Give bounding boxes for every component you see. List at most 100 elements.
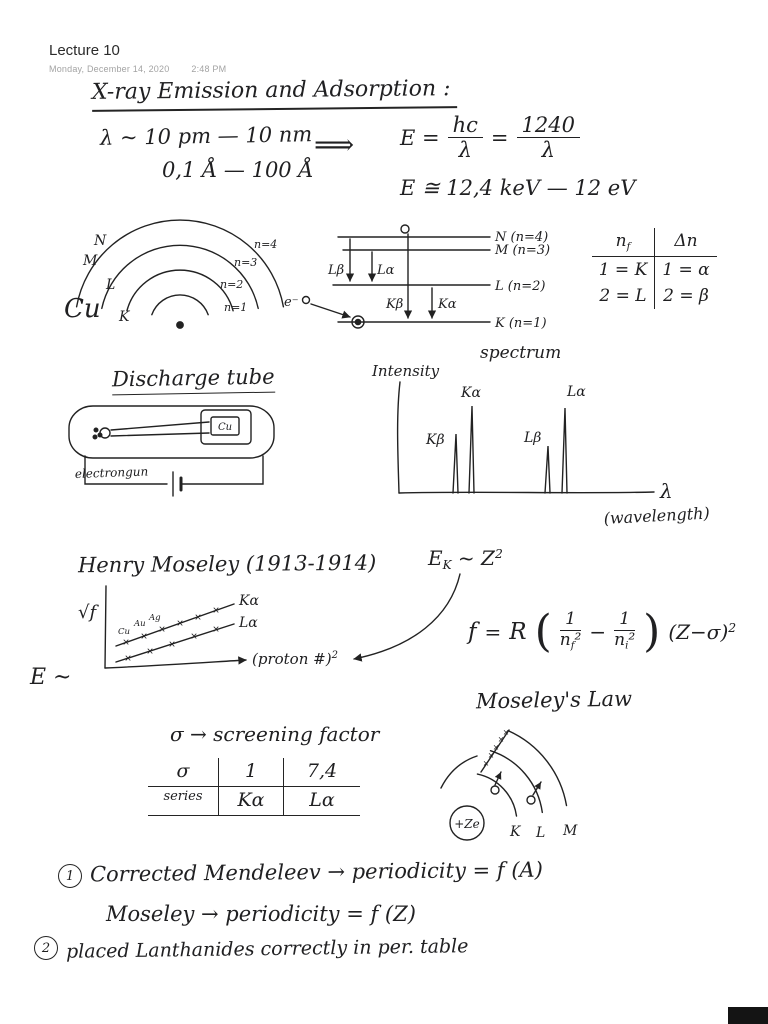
page-time: 2:48 PM: [191, 64, 227, 74]
plot-x-axis: [104, 656, 247, 669]
shell-label-m: M: [82, 253, 98, 269]
shell-l-label: L: [535, 825, 545, 841]
lalpha-label: Lα: [376, 263, 395, 278]
n4-label: n=4: [254, 238, 277, 251]
discharge-title: Discharge tube: [111, 364, 275, 396]
table-row: nf Δn: [592, 228, 717, 257]
target-box: [210, 416, 240, 436]
svg-text:×: ×: [493, 743, 500, 752]
nucleus-shell-l: [489, 750, 543, 814]
shell-diagram: N M L K n=4 n=3 n=2 n=1 Cu: [64, 219, 285, 329]
peak-kalpha: [468, 405, 475, 494]
header-nf: nf: [592, 228, 655, 256]
electron-circle: [490, 785, 500, 795]
ejected-electron-ring: [351, 315, 365, 329]
note-heading: X-ray Emission and Adsorption :: [91, 76, 457, 112]
svg-text:×: ×: [212, 625, 220, 635]
tube-outline: [68, 405, 275, 459]
svg-text:×: ×: [190, 632, 198, 642]
level-label-n: N (n=4): [494, 230, 548, 245]
lbeta-label: Lβ: [327, 263, 344, 278]
kalpha-line: [115, 603, 235, 647]
wavelength-range: λ ~ 10 pm — 10 nm: [99, 122, 313, 150]
fraction-hc-lambda: hc λ: [447, 114, 483, 161]
svg-text:×: ×: [483, 759, 490, 768]
plot-xlabel: (proton #)2: [252, 650, 338, 668]
element-mark-au: Au: [133, 619, 146, 629]
electron-jump-arrow: [532, 781, 542, 796]
x-axis: [398, 491, 655, 494]
fraction-ni: 1 ni²: [614, 609, 636, 652]
svg-text:×: ×: [168, 640, 176, 650]
nucleus-charge: +Ze: [454, 817, 480, 831]
n1-label: n=1: [224, 301, 247, 314]
electron-arrow: [310, 303, 351, 319]
shell-k-label: K: [509, 824, 522, 840]
table-row: 1 = K 1 = α: [592, 256, 717, 283]
conclusion-line-2: Moseley → periodicity = f (Z): [106, 902, 416, 926]
n3-label: n=3: [234, 256, 257, 269]
fraction-nf: 1 nf²: [559, 609, 582, 652]
nucleus-shell-m: [507, 730, 568, 807]
wire-left: [84, 455, 168, 485]
peak-label-lalpha: Lα: [566, 384, 586, 400]
wire-right: [180, 455, 264, 485]
energy-range: E ≅ 12,4 keV — 12 eV: [400, 176, 636, 200]
kalpha-line-label: Kα: [238, 593, 259, 609]
equals-sign: =: [490, 125, 509, 150]
corner-e-note: E ~: [29, 665, 72, 690]
spectrum-ylabel: Intensity: [371, 362, 440, 380]
element-symbol: Cu: [64, 294, 101, 324]
discharge-tube-drawing: Cu electrongun: [68, 405, 275, 497]
beam-line: [110, 421, 210, 431]
spectrum-plot: Intensity spectrum Kβ Kα Lβ Lα λ (wavele…: [371, 343, 710, 528]
gun-aperture: [99, 427, 111, 439]
numbered-bullet-1: 1: [58, 864, 82, 888]
screening-factor-note: σ → screening factor: [170, 722, 380, 746]
electron-label: e⁻: [284, 295, 299, 310]
shell-label-l: L: [105, 277, 115, 293]
transition-table: nf Δn 1 = K 1 = α 2 = L 2 = β: [592, 228, 717, 309]
svg-text:×: ×: [124, 654, 132, 664]
plot-y-axis: [104, 585, 107, 669]
table-row: 2 = L 2 = β: [592, 282, 717, 309]
nucleus-circle: [449, 805, 485, 841]
electron-jump-arrow: [494, 771, 502, 786]
spectrum-title: spectrum: [480, 343, 561, 363]
nucleus-extra-arc: [440, 755, 478, 789]
peak-label-kalpha: Kα: [460, 385, 481, 401]
right-paren: ): [643, 606, 661, 657]
beam-line: [110, 432, 210, 437]
angstrom-range: 0,1 Å — 100 Å: [162, 158, 314, 182]
target-label: Cu: [218, 422, 232, 433]
plot-ylabel: √f: [78, 602, 99, 623]
fraction-1240-lambda: 1240 λ: [516, 114, 580, 161]
kbeta-label: Kβ: [385, 297, 403, 312]
moseley-plot: √f × × × × × × × × × × × Cu Au Ag Kα Lα …: [29, 585, 338, 690]
conclusion-line-3: placed Lanthanides correctly in per. tab…: [65, 935, 469, 963]
transition-diagram: Lβ Lα Kβ Kα N (n=4) M (n=3) L (n=2) K (n…: [284, 224, 550, 331]
corner-artifact: [728, 1007, 768, 1024]
nucleus-dot: [176, 321, 184, 329]
table-row: σ 1 7,4: [148, 758, 360, 787]
vacancy-circle: [400, 224, 410, 234]
left-paren: (: [534, 606, 552, 657]
peak-label-lbeta: Lβ: [523, 430, 541, 446]
wavelength-note: (wavelength): [603, 503, 710, 528]
screening-table: σ 1 7,4 series Kα Lα: [148, 758, 360, 816]
moseley-law-label: Moseley's Law: [475, 686, 633, 714]
y-axis: [396, 381, 401, 494]
energy-equation: E = hc λ = 1240 λ: [400, 114, 580, 161]
lalpha-line-label: Lα: [238, 615, 258, 631]
lalpha-line: [115, 623, 235, 663]
spectrum-xlabel: λ: [659, 479, 673, 503]
peak-lalpha: [561, 407, 568, 494]
level-label-k: K (n=1): [494, 316, 547, 331]
gun-dot: [92, 434, 98, 440]
gun-dot: [93, 427, 99, 433]
element-mark-cu: Cu: [118, 627, 130, 637]
svg-text:×: ×: [194, 613, 202, 623]
svg-text:×: ×: [503, 728, 510, 737]
